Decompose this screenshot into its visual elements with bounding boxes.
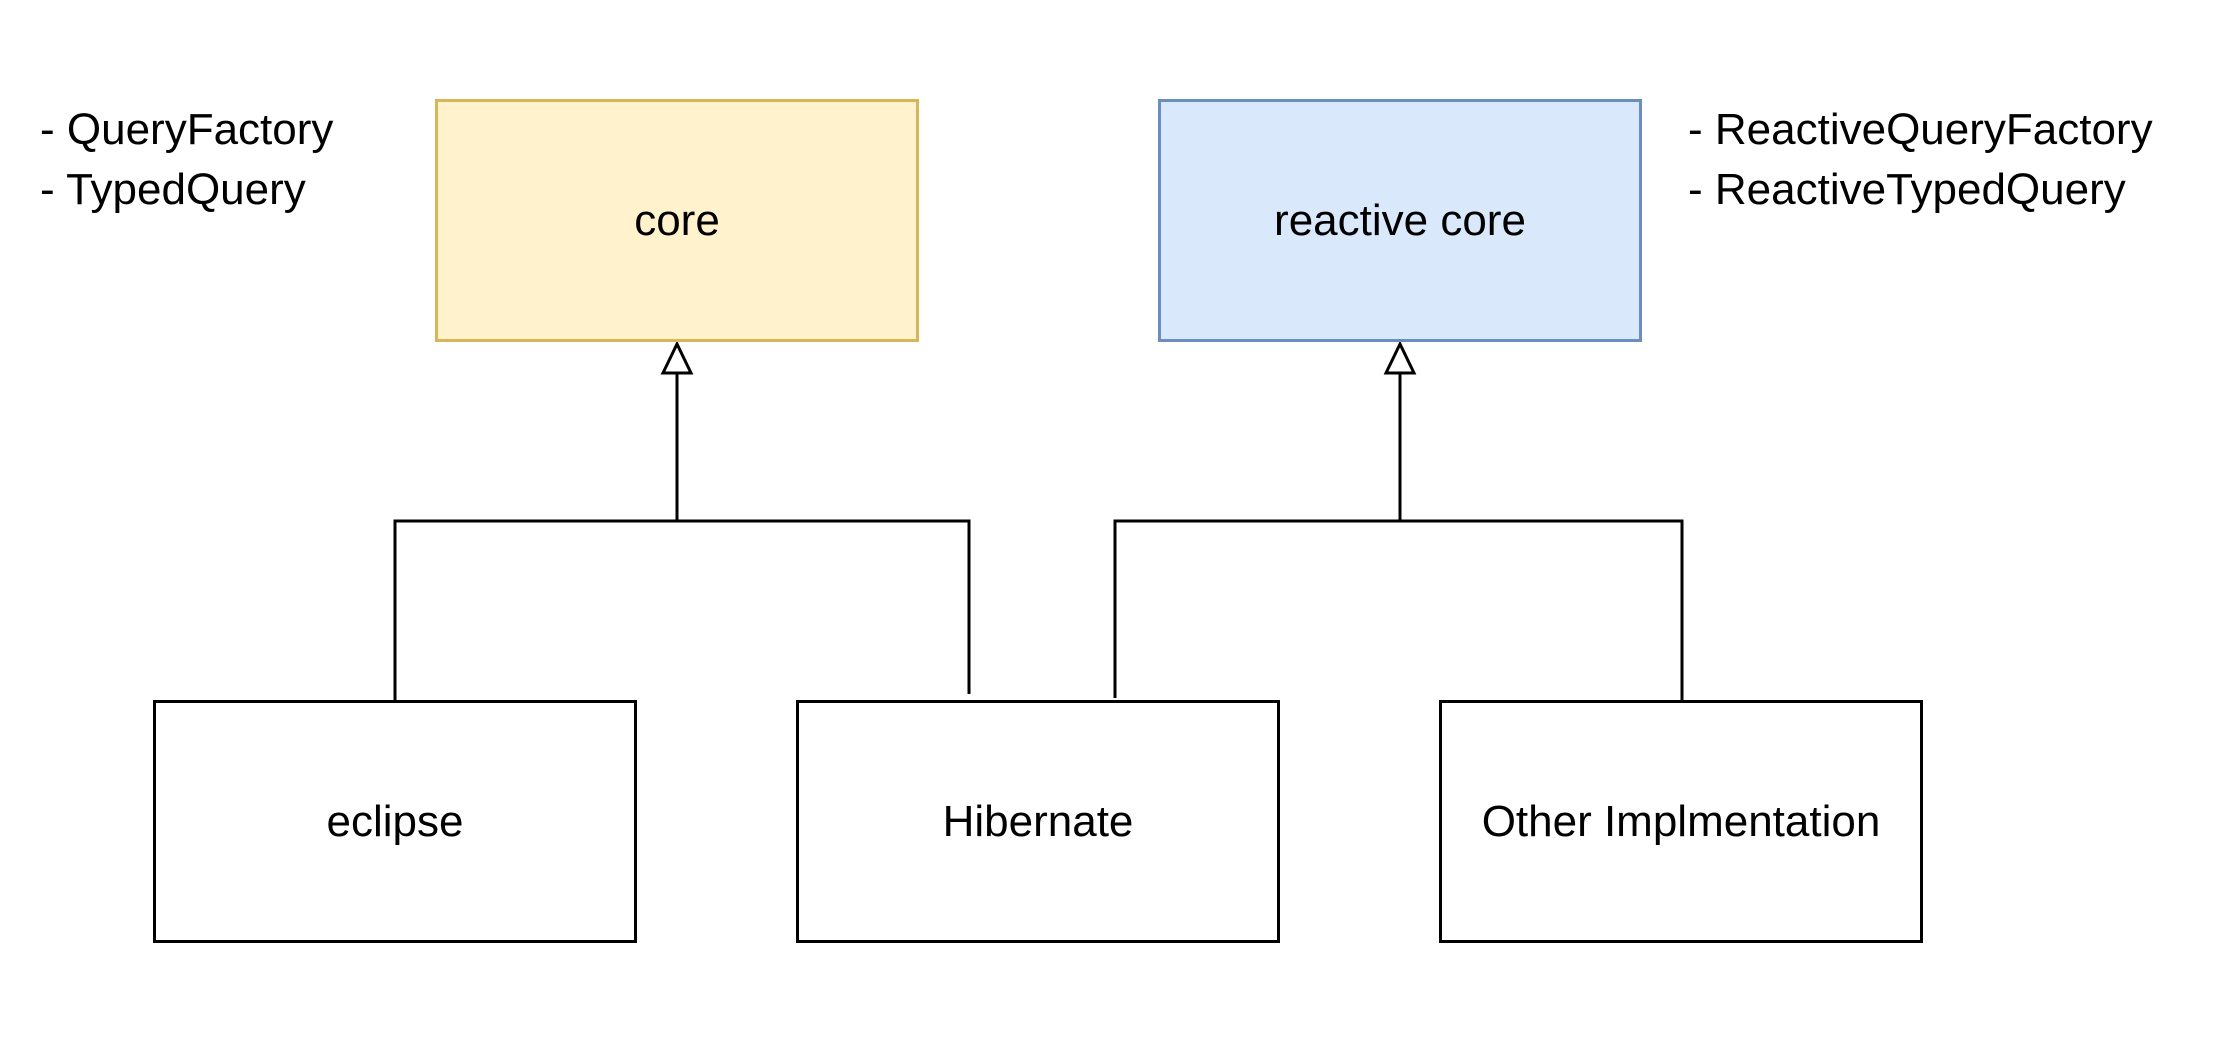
reactive-note-item: - ReactiveQueryFactory bbox=[1688, 105, 2153, 154]
reactive-note-item: - ReactiveTypedQuery bbox=[1688, 165, 2126, 214]
other-implementation-label: Other Implmentation bbox=[1481, 796, 1881, 846]
reactive-core-module-box: reactive core bbox=[1158, 99, 1642, 342]
other-implementation-module-box: Other Implmentation bbox=[1439, 700, 1923, 943]
reactive-connector bbox=[1113, 373, 1684, 700]
core-interfaces-note: - QueryFactory - TypedQuery bbox=[40, 100, 333, 220]
eclipse-label: eclipse bbox=[326, 796, 464, 846]
reactive-inheritance-arrowhead bbox=[1383, 340, 1417, 375]
core-note-item: - QueryFactory bbox=[40, 105, 334, 154]
core-label: core bbox=[634, 195, 720, 245]
core-note-item: - TypedQuery bbox=[40, 165, 306, 214]
hibernate-label: Hibernate bbox=[942, 796, 1134, 846]
core-module-box: core bbox=[435, 99, 919, 342]
reactive-core-label: reactive core bbox=[1274, 195, 1526, 245]
core-connector bbox=[393, 373, 971, 700]
eclipse-module-box: eclipse bbox=[153, 700, 637, 943]
hibernate-module-box: Hibernate bbox=[796, 700, 1280, 943]
reactive-interfaces-note: - ReactiveQueryFactory - ReactiveTypedQu… bbox=[1688, 100, 2153, 220]
core-inheritance-arrowhead bbox=[660, 340, 694, 375]
